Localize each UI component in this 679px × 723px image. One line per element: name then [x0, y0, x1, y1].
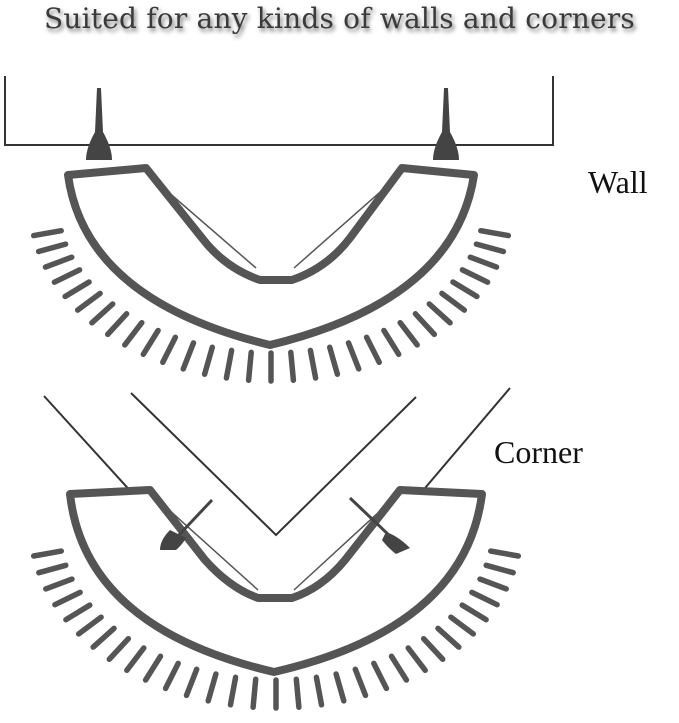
- bristle: [180, 340, 197, 372]
- wall-surface: [4, 76, 554, 146]
- bristle: [483, 562, 516, 576]
- bristle: [90, 625, 117, 650]
- bristle: [183, 666, 200, 699]
- wall-brush-inner-line-left: [151, 177, 257, 269]
- bristle: [459, 267, 491, 285]
- wall-nail-left: [86, 88, 112, 160]
- bristle: [62, 279, 92, 300]
- bristle: [426, 301, 453, 326]
- bristle: [140, 327, 161, 358]
- wall-diagram: [4, 76, 554, 384]
- bristle: [42, 254, 75, 270]
- bristle: [469, 589, 500, 608]
- bristle: [477, 576, 509, 592]
- bristle: [223, 347, 235, 381]
- bristle: [104, 311, 130, 338]
- bristle: [288, 349, 297, 383]
- bristle: [478, 227, 512, 239]
- bristle: [388, 653, 410, 683]
- bristle: [473, 241, 507, 255]
- bristle: [89, 301, 116, 326]
- heading: Suited for any kinds of walls and corner…: [44, 2, 635, 35]
- wall-brush: [30, 164, 512, 384]
- bristle: [405, 645, 428, 674]
- bristle: [397, 319, 420, 348]
- bristle: [205, 671, 219, 704]
- bristle: [124, 645, 147, 674]
- bristle: [162, 660, 181, 692]
- corner-brush: [30, 486, 522, 711]
- bristle: [142, 653, 164, 683]
- wall-brush-inner-line-right: [293, 177, 397, 269]
- corner-diagram: [30, 387, 522, 711]
- bristle: [250, 676, 259, 710]
- bristle: [35, 241, 69, 255]
- bristle: [420, 635, 446, 663]
- bristle: [43, 576, 75, 592]
- corner-bristles: [30, 548, 522, 711]
- bristle: [381, 327, 402, 358]
- wall-nail-right: [433, 88, 459, 160]
- corner-nail-right: [348, 496, 410, 554]
- bristle: [326, 344, 341, 377]
- bristle: [75, 614, 104, 637]
- bristle: [106, 635, 132, 663]
- bristle: [160, 334, 179, 366]
- corner-brush-inner-line-left: [157, 499, 259, 591]
- bristle: [245, 349, 254, 383]
- bristle: [122, 319, 145, 348]
- bristle: [52, 589, 83, 608]
- bristle: [227, 674, 239, 708]
- corner-brush-inner-line-right: [293, 499, 393, 591]
- bristle: [450, 279, 480, 300]
- wall-label: Wall: [588, 164, 648, 200]
- corner-label: Corner: [494, 434, 583, 470]
- bristle: [333, 671, 347, 704]
- bristle: [313, 674, 325, 708]
- bristle: [51, 267, 83, 285]
- bristle: [74, 290, 103, 313]
- bristle: [63, 602, 93, 623]
- bristle: [371, 660, 390, 692]
- wall-brush-body: [64, 164, 478, 349]
- bristle: [30, 548, 65, 559]
- bristle: [307, 347, 319, 381]
- wall-bristles: [30, 227, 512, 384]
- bristle: [352, 666, 369, 699]
- bristle: [201, 344, 216, 377]
- bristle: [467, 254, 500, 270]
- bristle: [363, 334, 382, 366]
- corner-nail-left: [160, 498, 214, 550]
- bristle: [36, 562, 69, 576]
- bristle: [439, 290, 468, 313]
- bristle: [345, 340, 362, 372]
- bristle: [30, 227, 64, 239]
- bristle: [293, 676, 302, 710]
- corner-brush-body: [66, 486, 486, 676]
- bristle: [459, 602, 489, 623]
- bristle: [412, 311, 438, 338]
- bristle: [487, 548, 522, 559]
- bristle: [448, 614, 477, 637]
- corner-inner-v: [130, 392, 417, 537]
- bristle: [435, 625, 462, 650]
